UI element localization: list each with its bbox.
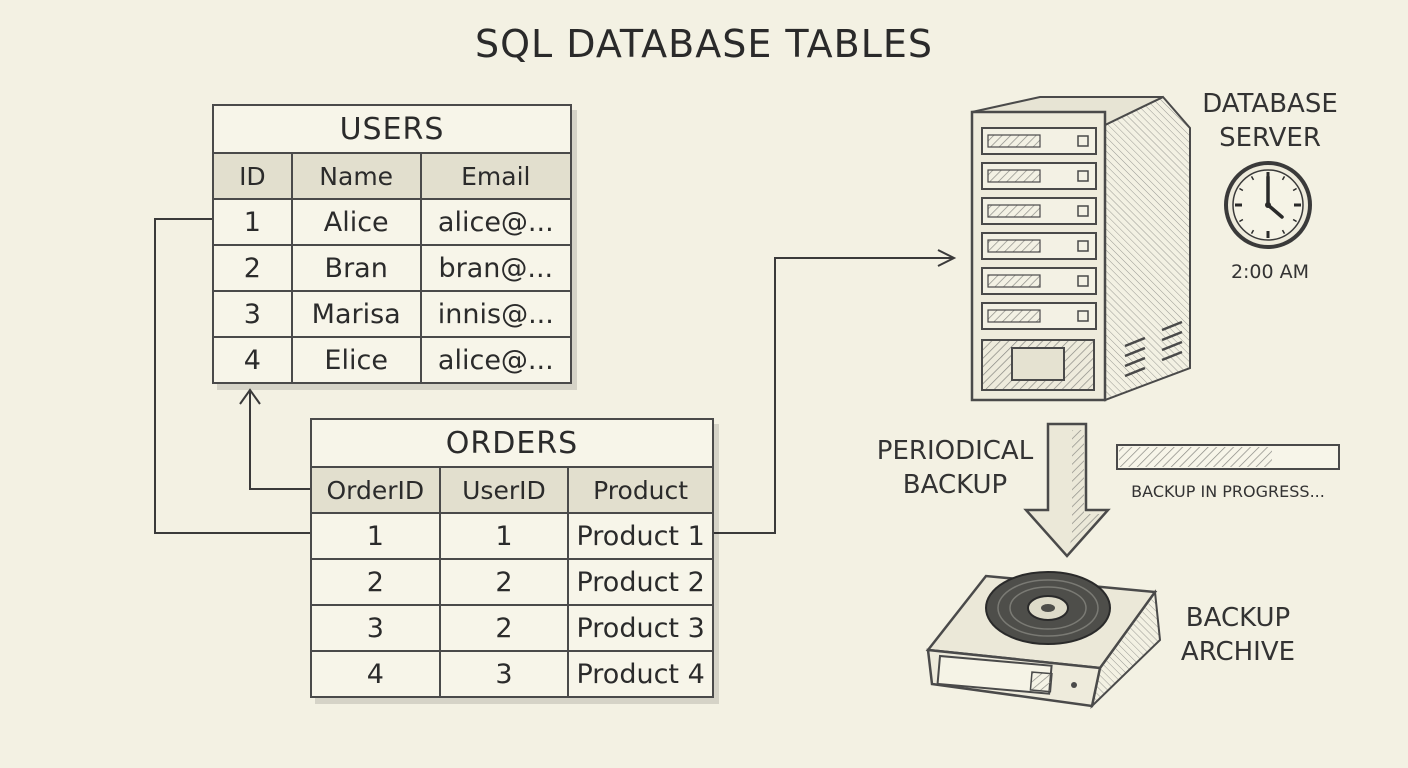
users-cell: alice@... [419, 198, 573, 246]
server-label-line2: SERVER [1219, 123, 1321, 153]
server-drive-label [987, 239, 1041, 253]
table-row: 4 Elice alice@... [212, 336, 573, 384]
fk-arrow-line [249, 392, 310, 490]
server-drive-led [1077, 205, 1089, 217]
users-cell: Elice [290, 336, 422, 384]
clock-tick [1292, 187, 1297, 192]
backup-progress-fill [1119, 447, 1272, 467]
orders-cell: 2 [438, 604, 570, 652]
users-orders-connector [154, 218, 312, 534]
orders-cell: 1 [438, 512, 570, 560]
users-cell: bran@... [419, 244, 573, 292]
orders-server-arrow-head [937, 249, 957, 267]
users-cell: 1 [212, 198, 293, 246]
table-row: 4 3 Product 4 [310, 650, 714, 698]
progress-label: BACKUP IN PROGRESS... [1131, 482, 1325, 501]
server-drive-label [987, 134, 1041, 148]
server-drive-led [1077, 135, 1089, 147]
down-arrow-icon [1023, 422, 1111, 558]
archive-label-line2: ARCHIVE [1181, 637, 1295, 667]
server-drive-label [987, 309, 1041, 323]
server-drive-led [1077, 240, 1089, 252]
clock-time: 2:00 AM [1231, 261, 1309, 283]
clock-tick [1250, 176, 1255, 181]
users-cell: Bran [290, 244, 422, 292]
table-row: 2 Bran bran@... [212, 244, 573, 292]
orders-cell: 2 [310, 558, 441, 606]
clock-tick [1250, 229, 1255, 234]
clock-tick [1281, 176, 1286, 181]
users-cell: 3 [212, 290, 293, 338]
users-col-email: Email [419, 152, 573, 200]
users-cell: alice@... [419, 336, 573, 384]
orders-cell: Product 3 [567, 604, 714, 652]
server-drive-led [1077, 275, 1089, 287]
server-drive-label [987, 204, 1041, 218]
server-label-line1: DATABASE [1202, 89, 1338, 119]
table-row: 2 2 Product 2 [310, 558, 714, 606]
orders-cell: Product 4 [567, 650, 714, 698]
backup-label-line2: BACKUP [903, 470, 1007, 500]
users-cell: 4 [212, 336, 293, 384]
clock-tick [1292, 218, 1297, 223]
clock-tick [1239, 187, 1244, 192]
disk-drive-icon [925, 571, 1162, 709]
users-cell: innis@... [419, 290, 573, 338]
orders-cell: Product 2 [567, 558, 714, 606]
page-title: SQL DATABASE TABLES [474, 22, 934, 66]
table-row: 1 Alice alice@... [212, 198, 573, 246]
table-row: 1 1 Product 1 [310, 512, 714, 560]
orders-table: ORDERS OrderID UserID Product 1 1 Produc… [310, 418, 714, 698]
server-drive-label [987, 169, 1041, 183]
server-drive-led [1077, 170, 1089, 182]
clock-icon [1224, 161, 1312, 249]
orders-col-orderid: OrderID [310, 466, 441, 514]
users-cell: 2 [212, 244, 293, 292]
orders-cell: 4 [310, 650, 441, 698]
orders-cell: 3 [310, 604, 441, 652]
users-table-caption: USERS [212, 104, 572, 154]
orders-cell: Product 1 [567, 512, 714, 560]
clock-tick [1281, 229, 1286, 234]
clock-tick [1239, 218, 1244, 223]
orders-col-product: Product [567, 466, 714, 514]
orders-col-userid: UserID [438, 466, 570, 514]
server-drive-label [987, 274, 1041, 288]
users-cell: Marisa [290, 290, 422, 338]
orders-cell: 2 [438, 558, 570, 606]
server-drive-led [1077, 310, 1089, 322]
orders-cell: 1 [310, 512, 441, 560]
orders-table-caption: ORDERS [310, 418, 714, 468]
users-col-id: ID [212, 152, 293, 200]
table-row: 3 2 Product 3 [310, 604, 714, 652]
users-cell: Alice [290, 198, 422, 246]
orders-server-connector [714, 257, 952, 534]
server-rack-icon [970, 95, 1191, 402]
orders-cell: 3 [438, 650, 570, 698]
users-table: USERS ID Name Email 1 Alice alice@... 2 … [212, 104, 573, 384]
backup-progress-bar [1116, 444, 1340, 470]
users-col-name: Name [290, 152, 422, 200]
table-row: 3 Marisa innis@... [212, 290, 573, 338]
backup-label-line1: PERIODICAL [877, 436, 1034, 466]
fk-arrow-head [239, 388, 261, 405]
archive-label-line1: BACKUP [1186, 603, 1290, 633]
